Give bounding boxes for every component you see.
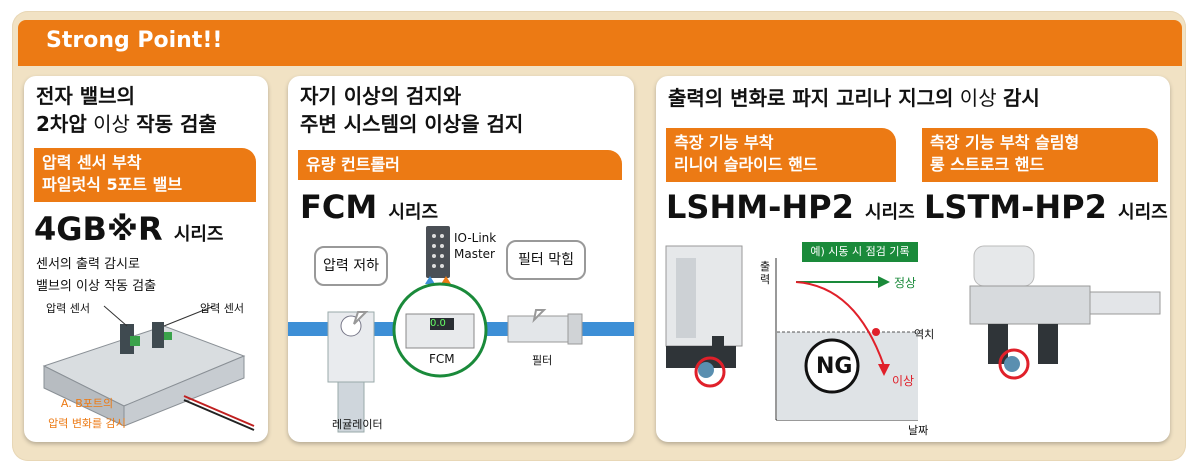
leader-right — [163, 305, 215, 327]
bubble-tail-left — [353, 311, 369, 325]
header-title: Strong Point!! — [46, 28, 223, 53]
normal-arrowhead — [878, 276, 890, 288]
fcm-display: 0.0 — [430, 318, 446, 329]
series-left: LSHM-HP2 시리즈 — [666, 188, 915, 226]
iolink-line2: Master — [454, 247, 495, 261]
panel2-tag: 유량 컨트롤러 — [298, 150, 622, 180]
label-filter: 필터 — [532, 354, 553, 367]
x-axis-label: 날짜 — [908, 424, 929, 437]
tag-left-line1: 측장 기능 부착 — [674, 133, 774, 152]
abnormal-label: 이상 — [892, 374, 915, 388]
tag-line2: 파일럿식 5포트 밸브 — [42, 175, 183, 194]
regulator-icon — [327, 311, 375, 433]
leader-left — [103, 305, 128, 327]
desc-line2: 밸브의 이상 작동 검출 — [36, 279, 157, 294]
valve-body — [42, 322, 255, 431]
bubble-filter-clog: 필터 막힘 — [506, 240, 586, 280]
fcm-device — [405, 313, 475, 349]
heading-light: 이상 — [953, 86, 1003, 110]
series-left-suffix: 시리즈 — [864, 202, 915, 223]
panel3-heading: 출력의 변화로 파지 고리나 지그의 이상 감시 — [668, 84, 1040, 112]
lstm-hand-image — [969, 245, 1161, 380]
panel3-illustration — [665, 245, 1161, 421]
panel-hand: 출력의 변화로 파지 고리나 지그의 이상 감시 측장 기능 부착 리니어 슬라… — [656, 76, 1170, 442]
label-regulator: 레귤레이터 — [332, 418, 383, 431]
heading-bold-b: 감시 — [1002, 86, 1040, 110]
threshold-label: 역치 — [914, 328, 935, 341]
label-port: A. B포트의 압력 변화를 감시 — [32, 394, 142, 434]
valve-illustration — [42, 305, 255, 431]
iolink-label: IO-Link Master — [454, 230, 496, 262]
tag-line1: 압력 센서 부착 — [42, 153, 142, 172]
filter-icon — [507, 313, 583, 345]
panel1-heading-line1: 전자 밸브의 — [36, 84, 135, 108]
heading-bold-a: 2차압 — [36, 112, 87, 136]
series-model: 4GB※R — [34, 210, 163, 248]
panel2-heading: 자기 이상의 검지와 주변 시스템의 이상을 검지 — [300, 82, 523, 138]
heading-bold-b: 작동 검출 — [136, 112, 217, 136]
normal-label: 정상 — [894, 276, 917, 290]
example-label: 예) 시동 시 점검 기록 — [802, 242, 918, 262]
label-sensor-left: 압력 센서 — [46, 302, 90, 315]
ng-badge — [804, 338, 860, 394]
panel2-heading-line2: 주변 시스템의 이상을 검지 — [300, 112, 524, 136]
port-line1: A. B포트의 — [60, 397, 114, 410]
abnormal-arrowhead — [878, 364, 890, 376]
panel1-tag: 압력 센서 부착 파일럿식 5포트 밸브 — [34, 148, 256, 202]
series-right-suffix: 시리즈 — [1118, 202, 1168, 223]
series-suffix: 시리즈 — [388, 202, 439, 223]
bubble-tail-right — [532, 309, 547, 324]
bubble-pressure-drop: 압력 저하 — [314, 246, 388, 286]
series-model: FCM — [300, 188, 378, 226]
panel-flow-controller: 자기 이상의 검지와 주변 시스템의 이상을 검지 유량 컨트롤러 FCM 시리… — [288, 76, 634, 442]
y-axis-label: 출력 — [760, 260, 771, 286]
panel1-desc: 센서의 출력 감시로 밸브의 이상 작동 검출 — [36, 254, 156, 298]
label-fcm: FCM — [429, 352, 455, 366]
iolink-line1: IO-Link — [454, 231, 497, 245]
panel3-tag-left: 측장 기능 부착 리니어 슬라이드 핸드 — [666, 128, 896, 182]
iolink-master-icon — [426, 226, 450, 278]
ng-label: NG — [816, 354, 853, 379]
tag-right-line1: 측장 기능 부착 슬림형 — [930, 133, 1080, 152]
series-right: LSTM-HP2 시리즈 — [924, 188, 1168, 226]
heading-light: 이상 — [86, 112, 137, 136]
threshold-cross-point — [872, 328, 880, 336]
panel-valve: 전자 밸브의 2차압 이상 작동 검출 압력 센서 부착 파일럿식 5포트 밸브… — [24, 76, 268, 442]
lshm-hand-image — [665, 245, 743, 388]
label-sensor-right: 압력 센서 — [200, 302, 244, 315]
tag-right-line2: 롱 스트로크 핸드 — [930, 155, 1045, 174]
panel1-heading: 전자 밸브의 2차압 이상 작동 검출 — [36, 82, 217, 138]
desc-line1: 센서의 출력 감시로 — [36, 257, 140, 272]
fcm-diagram — [288, 226, 634, 433]
panel2-heading-line1: 자기 이상의 검지와 — [300, 84, 462, 108]
abnormal-curve — [795, 281, 885, 367]
panel1-heading-line2: 2차압 이상 작동 검출 — [36, 110, 217, 138]
panel2-series: FCM 시리즈 — [300, 188, 438, 226]
panel3-tag-right: 측장 기능 부착 슬림형 롱 스트로크 핸드 — [922, 128, 1158, 182]
series-right-model: LSTM-HP2 — [924, 188, 1107, 226]
series-suffix: 시리즈 — [173, 224, 224, 245]
series-left-model: LSHM-HP2 — [666, 188, 854, 226]
output-graph — [775, 258, 918, 421]
strong-point-header: Strong Point!! — [18, 20, 1182, 66]
heading-bold-a: 출력의 변화로 파지 고리나 지그의 — [668, 86, 954, 110]
port-line2: 압력 변화를 감시 — [48, 417, 126, 430]
panel1-series: 4GB※R 시리즈 — [34, 210, 224, 248]
tag-left-line2: 리니어 슬라이드 핸드 — [674, 155, 818, 174]
